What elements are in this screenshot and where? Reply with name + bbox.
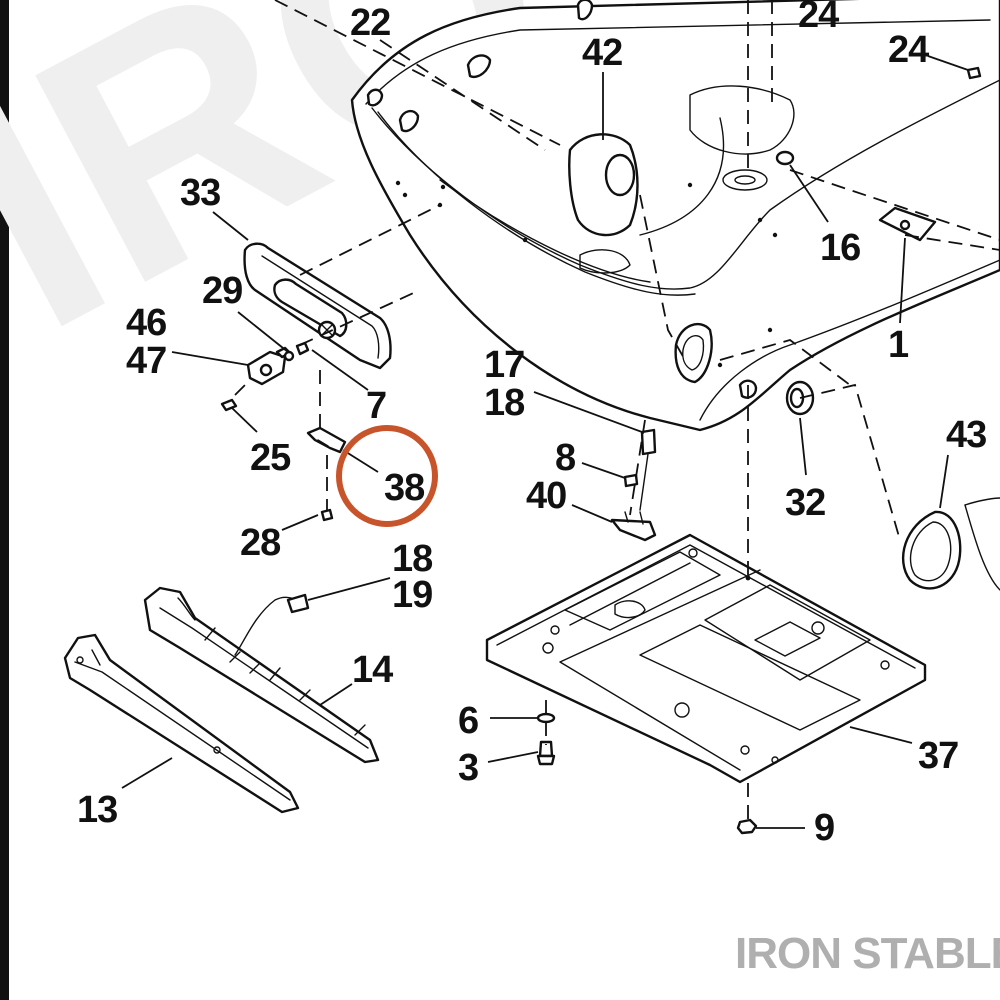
leader-lines <box>121 55 969 829</box>
washer-6 <box>536 712 556 724</box>
trim-strip-13 <box>63 633 300 814</box>
label-24-right: 24 <box>888 29 929 71</box>
label-16: 16 <box>820 227 860 269</box>
base-plate-37 <box>485 533 927 784</box>
label-24-top: 24 <box>798 0 839 36</box>
light-40 <box>610 511 657 542</box>
iron-stable-watermark: IRON STABLE <box>735 929 1000 978</box>
label-8: 8 <box>555 437 575 479</box>
handle-housing-33 <box>243 242 392 370</box>
label-40: 40 <box>526 475 566 517</box>
assembly-lines <box>234 0 1000 820</box>
part-labels: 22 24 24 42 33 16 29 1 46 47 17 18 7 43 … <box>77 0 987 849</box>
bracket-1 <box>878 206 937 242</box>
label-17: 17 <box>484 344 524 386</box>
bolt-3 <box>536 740 556 766</box>
connector-17-18 <box>639 428 657 511</box>
label-18-upper: 18 <box>484 382 524 424</box>
label-1: 1 <box>888 324 909 366</box>
label-28: 28 <box>240 522 280 564</box>
label-9: 9 <box>814 807 834 849</box>
sleeve-8 <box>623 473 639 488</box>
highlight-circle-38 <box>336 425 438 527</box>
latch-46-47 <box>246 346 292 386</box>
clip-38 <box>306 426 347 454</box>
label-32: 32 <box>785 482 825 524</box>
label-37: 37 <box>918 735 958 777</box>
screw-24 <box>966 66 982 80</box>
label-29: 29 <box>202 270 242 312</box>
saddlebag-body <box>350 0 1000 432</box>
label-13: 13 <box>77 789 117 831</box>
nut-29 <box>283 341 310 362</box>
label-46: 46 <box>126 302 166 344</box>
label-22: 22 <box>350 2 390 44</box>
label-6: 6 <box>458 700 478 742</box>
label-43: 43 <box>946 414 986 456</box>
label-3: 3 <box>458 747 478 789</box>
left-edge-bar <box>0 0 9 1000</box>
label-42: 42 <box>582 32 622 74</box>
label-33: 33 <box>180 172 220 214</box>
screw-28 <box>320 508 334 522</box>
label-25: 25 <box>250 437 291 479</box>
label-14: 14 <box>352 649 393 691</box>
label-18-lower: 18 <box>392 538 432 580</box>
label-38: 38 <box>384 467 424 509</box>
screw-25 <box>220 398 238 412</box>
label-19: 19 <box>392 574 432 616</box>
stud-16 <box>775 150 795 166</box>
light-bar-14 <box>143 586 380 764</box>
label-7: 7 <box>366 385 386 427</box>
nut-9 <box>736 818 758 835</box>
label-47: 47 <box>126 340 166 382</box>
trim-ring-43 <box>901 497 1000 591</box>
